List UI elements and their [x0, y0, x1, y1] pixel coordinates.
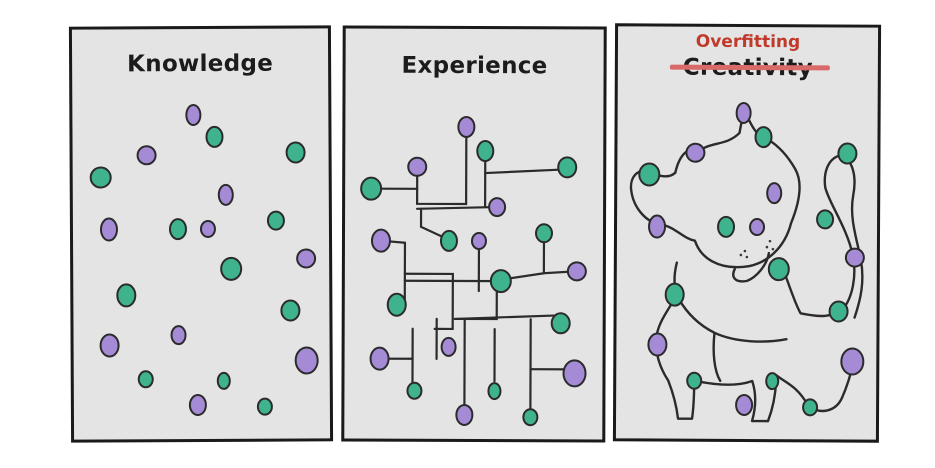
- cat-mouth: [732, 251, 771, 283]
- dot: [136, 145, 157, 166]
- experience-network: [360, 115, 587, 427]
- node: [455, 403, 474, 426]
- node: [828, 300, 849, 323]
- dot: [205, 125, 224, 148]
- node: [550, 312, 571, 335]
- node: [837, 142, 858, 165]
- dot: [280, 299, 301, 322]
- node: [522, 408, 539, 427]
- dot: [185, 104, 202, 127]
- dot: [296, 248, 317, 269]
- node: [370, 228, 391, 253]
- node: [488, 197, 507, 218]
- node: [535, 223, 554, 244]
- dot: [216, 371, 231, 390]
- connection-line: [453, 314, 562, 321]
- cat-head-outline: [659, 111, 801, 269]
- node: [844, 247, 865, 268]
- dot: [188, 394, 207, 417]
- cat-leg-line: [712, 331, 722, 383]
- node: [406, 381, 423, 400]
- dot: [170, 325, 187, 346]
- connection-line: [415, 205, 497, 210]
- connection-line: [419, 207, 449, 241]
- connection-line: [416, 127, 468, 206]
- cat-tail-outline: [823, 154, 864, 319]
- connection-line: [453, 287, 498, 321]
- node: [664, 282, 685, 307]
- node: [457, 115, 476, 138]
- creativity-panel: Overfitting Creativity: [612, 23, 882, 443]
- node: [686, 371, 703, 390]
- cat-ear-outline: [629, 169, 677, 226]
- node: [557, 156, 578, 179]
- node: [407, 156, 428, 177]
- dot: [294, 346, 319, 375]
- knowledge-panel: Knowledge: [68, 25, 334, 443]
- connection-line: [403, 272, 454, 331]
- experience-panel: Experience: [341, 25, 607, 443]
- node: [766, 182, 783, 205]
- node: [440, 336, 457, 357]
- dot: [89, 166, 112, 189]
- node: [765, 372, 780, 391]
- dot: [99, 333, 120, 358]
- node: [840, 347, 865, 376]
- node: [566, 261, 587, 282]
- node: [648, 214, 667, 239]
- node: [749, 218, 766, 237]
- dot: [220, 256, 243, 281]
- connection-line: [484, 168, 569, 175]
- dot: [199, 219, 216, 238]
- node: [717, 215, 736, 238]
- node: [685, 142, 706, 163]
- node: [489, 269, 512, 294]
- node: [360, 176, 383, 201]
- cat-drawing: [629, 101, 865, 423]
- dot: [116, 283, 137, 308]
- node: [476, 140, 495, 163]
- node: [735, 101, 752, 124]
- node: [439, 229, 458, 252]
- dot: [256, 397, 273, 416]
- node: [562, 359, 587, 388]
- node: [470, 232, 487, 251]
- dot: [137, 370, 154, 389]
- node: [647, 332, 668, 357]
- node: [386, 292, 407, 317]
- cat-belly-line: [677, 297, 788, 343]
- node: [487, 382, 502, 401]
- node: [816, 209, 835, 230]
- node: [735, 393, 754, 416]
- dot: [217, 183, 234, 206]
- node: [767, 257, 790, 282]
- dot: [168, 218, 187, 241]
- node: [802, 398, 819, 417]
- dot: [266, 210, 285, 231]
- node: [369, 346, 390, 371]
- node: [754, 126, 773, 149]
- node: [638, 162, 661, 187]
- dot: [285, 141, 306, 164]
- knowledge-dots: [89, 104, 319, 417]
- dot: [99, 217, 118, 242]
